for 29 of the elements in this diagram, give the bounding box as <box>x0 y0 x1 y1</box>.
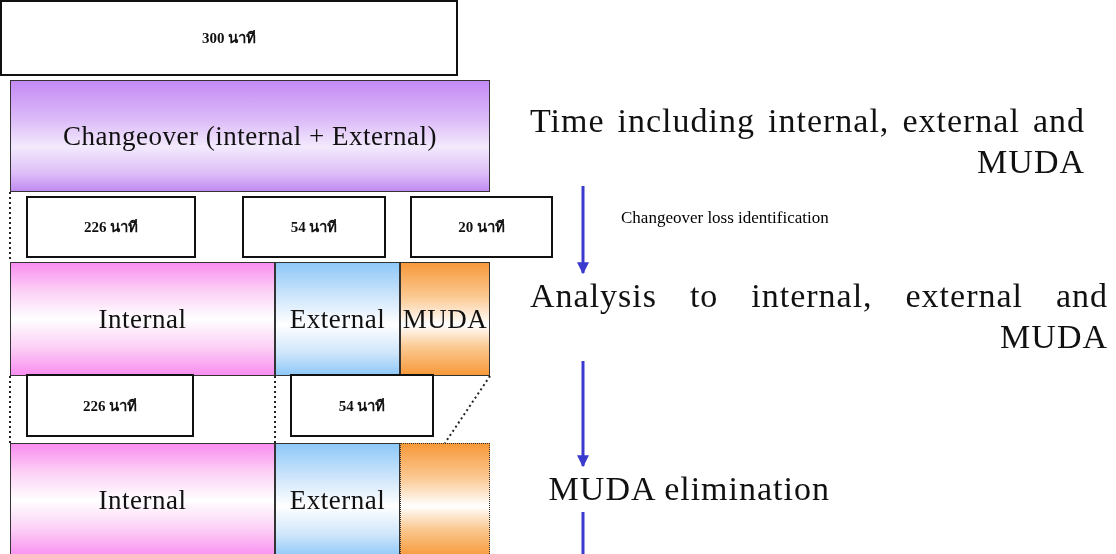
eliminated-segment-box <box>400 443 490 554</box>
duration-box <box>26 374 194 437</box>
segment-label: Internal <box>98 485 187 516</box>
segment-label: MUDA <box>402 303 488 335</box>
duration-box <box>26 196 196 258</box>
duration-box <box>0 0 458 76</box>
duration-label: 300 นาที <box>201 29 257 48</box>
time-segment-bar <box>400 262 490 376</box>
segment-label: Changeover (internal + External) <box>63 120 437 152</box>
time-segment-bar <box>10 80 490 192</box>
duration-label: 226 นาที <box>83 218 139 237</box>
edge-label: Changeover loss identification <box>619 208 831 228</box>
duration-box <box>290 374 434 437</box>
step-text: Analysis to internal, external and MUDA <box>530 275 1108 359</box>
time-segment-bar <box>275 443 400 554</box>
duration-label: 54 นาที <box>290 218 338 237</box>
duration-box <box>410 196 553 258</box>
time-segment-bar <box>10 262 275 376</box>
step-text: MUDA elimination <box>530 468 830 510</box>
segment-label: Internal <box>98 303 187 335</box>
time-segment-bar <box>10 443 275 554</box>
duration-box <box>242 196 386 258</box>
duration-label: 226 นาที <box>82 396 138 416</box>
segment-label: External <box>289 485 386 516</box>
segment-label: External <box>289 303 386 335</box>
duration-label: 54 นาที <box>338 396 386 416</box>
duration-label: 20 นาที <box>458 218 505 237</box>
step-text: Time including internal, external and MUDA <box>530 100 1085 184</box>
time-segment-bar <box>275 262 400 376</box>
